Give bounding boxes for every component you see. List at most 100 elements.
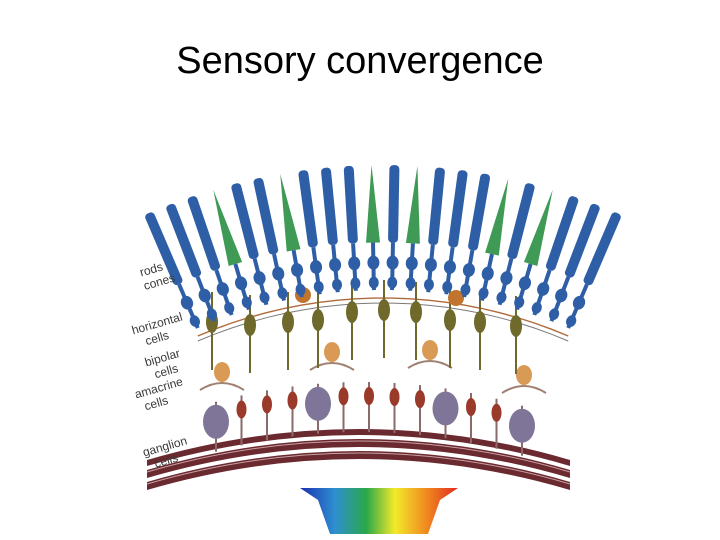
ganglion-cell-small [287, 386, 298, 437]
bipolar-soma [244, 314, 256, 336]
photoreceptor-nucleus [462, 263, 475, 277]
rod-shape [231, 183, 270, 306]
rod-cell [386, 165, 400, 291]
photoreceptor-nucleus [481, 266, 494, 281]
photoreceptor-nucleus [500, 271, 513, 285]
bipolar-cell [474, 292, 486, 370]
ganglion-soma [389, 387, 400, 406]
photoreceptor-nucleus [548, 308, 560, 321]
amacrine-cell [199, 362, 245, 391]
bipolar-cell [378, 280, 390, 358]
photoreceptor-nucleus [537, 282, 550, 296]
nerve-fiber-line [146, 452, 571, 485]
photoreceptor-nucleus [241, 296, 252, 309]
amacrine-soma [516, 365, 532, 385]
rod-outer-segment [564, 203, 600, 278]
rod-outer-segment [187, 196, 221, 271]
rod-cell [343, 165, 361, 291]
photoreceptor-nucleus [405, 256, 418, 271]
rod-cell [321, 167, 343, 293]
rod-outer-segment [507, 183, 535, 260]
ganglion-cell-small [491, 398, 502, 449]
nerve-fiber-layer [146, 429, 571, 490]
ganglion-cell-large [432, 388, 459, 439]
bipolar-cell [312, 290, 324, 368]
rod-cell [548, 203, 600, 322]
amacrine-soma [214, 362, 230, 382]
rod-cell [442, 170, 468, 295]
photoreceptor-nucleus [313, 280, 324, 293]
ganglion-soma [287, 391, 298, 410]
bipolar-cell [410, 282, 422, 360]
label-rods: rods [138, 260, 164, 280]
bipolar-soma [410, 301, 422, 323]
rod-outer-segment [428, 167, 445, 246]
cone-shape [478, 178, 509, 301]
photoreceptor-nucleus [224, 302, 235, 314]
rod-outer-segment [448, 170, 468, 248]
cone-cell [478, 178, 509, 301]
rod-outer-segment [468, 173, 491, 251]
cone-shape [405, 165, 420, 291]
bipolar-cell [282, 292, 294, 370]
photoreceptor-nucleus [424, 257, 437, 272]
cone-shape [366, 165, 381, 291]
rod-cell [253, 178, 288, 301]
label-ganglion-cells: cells [153, 451, 180, 471]
rod-outer-segment [321, 167, 338, 246]
ganglion-cell-large [509, 405, 535, 456]
ganglion-cell-small [389, 382, 400, 433]
rod-cell [231, 183, 270, 306]
cone-cell [213, 189, 252, 311]
ganglion-soma [509, 408, 535, 443]
amacrine-process [501, 385, 547, 394]
rod-cell [187, 196, 235, 316]
ganglion-soma [236, 400, 247, 419]
cone-cell [514, 189, 553, 311]
amacrine-soma [422, 340, 438, 360]
amacrine-soma [324, 342, 340, 362]
rod-cell [496, 183, 535, 306]
photoreceptor-nucleus [514, 296, 525, 309]
photoreceptor-nucleus [478, 287, 489, 300]
photoreceptor-nucleus [405, 277, 416, 290]
photoreceptor-nucleus [329, 257, 342, 272]
photoreceptor-nucleus [565, 315, 577, 327]
rod-shape [253, 178, 288, 301]
rod-outer-segment [298, 170, 318, 248]
photoreceptor-nucleus [518, 276, 532, 291]
ganglion-soma [262, 395, 272, 414]
rod-cell [460, 173, 491, 298]
photoreceptor-nucleus [206, 308, 218, 321]
rod-outer-segment [145, 212, 183, 286]
cone-outer-segment [280, 173, 301, 252]
ganglion-cell-small [364, 382, 374, 433]
rod-shape [166, 203, 218, 322]
bipolar-cell [346, 282, 358, 360]
nerve-fiber-band [147, 429, 570, 466]
rod-outer-segment [343, 165, 358, 244]
ganglion-cell-small [466, 393, 476, 444]
horizontal-cell-body [448, 290, 464, 306]
amacrine-process [407, 360, 453, 369]
cone-shape [280, 173, 306, 298]
bipolar-soma [474, 311, 486, 333]
bipolar-cell-layer [206, 280, 522, 374]
photoreceptor-nucleus [423, 278, 434, 291]
cone-outer-segment [213, 189, 243, 267]
label-amacrine-cells: cells [143, 393, 170, 413]
photoreceptor-nucleus [348, 256, 361, 271]
ganglion-cell-small [338, 382, 349, 433]
ganglion-soma [415, 390, 425, 409]
slide-title: Sensory convergence [176, 40, 544, 82]
rod-shape [548, 203, 600, 322]
cone-outer-segment [523, 189, 553, 267]
ganglion-soma [305, 386, 331, 421]
rod-shape [496, 183, 535, 306]
rod-shape [343, 165, 361, 291]
photoreceptor-nucleus [443, 260, 456, 275]
amacrine-cell [407, 340, 453, 369]
photoreceptor-nucleus [277, 287, 288, 300]
photoreceptor-nucleus [531, 302, 542, 314]
